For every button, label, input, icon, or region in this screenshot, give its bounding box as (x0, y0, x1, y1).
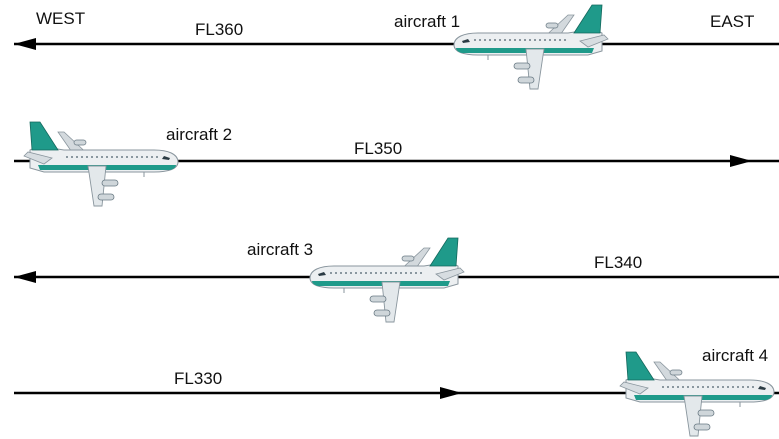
airliner-icon (23, 121, 179, 207)
flight-level-row-fl360 (14, 4, 779, 90)
west-arrow-icon (14, 38, 36, 50)
aircraft-label: aircraft 2 (166, 125, 233, 144)
flight-level-row-fl340 (14, 237, 779, 323)
west-arrow-icon (14, 271, 36, 283)
flight-level-label: FL360 (195, 20, 244, 39)
aircraft-label: aircraft 4 (702, 346, 769, 365)
east-direction-label: EAST (710, 12, 755, 31)
flight-level-label: FL340 (594, 253, 643, 272)
aircraft-label: aircraft 3 (247, 240, 314, 259)
flight-level-label: FL350 (354, 139, 403, 158)
east-arrow-icon (730, 155, 752, 167)
east-arrow-icon (440, 387, 462, 399)
flight-level-label: FL330 (174, 369, 223, 388)
airliner-icon (453, 4, 609, 90)
west-direction-label: WEST (36, 9, 86, 28)
flight-level-row-fl350 (14, 121, 779, 207)
flight-level-row-fl330 (14, 351, 779, 437)
aircraft-label: aircraft 1 (394, 12, 461, 31)
airliner-icon (309, 237, 465, 323)
